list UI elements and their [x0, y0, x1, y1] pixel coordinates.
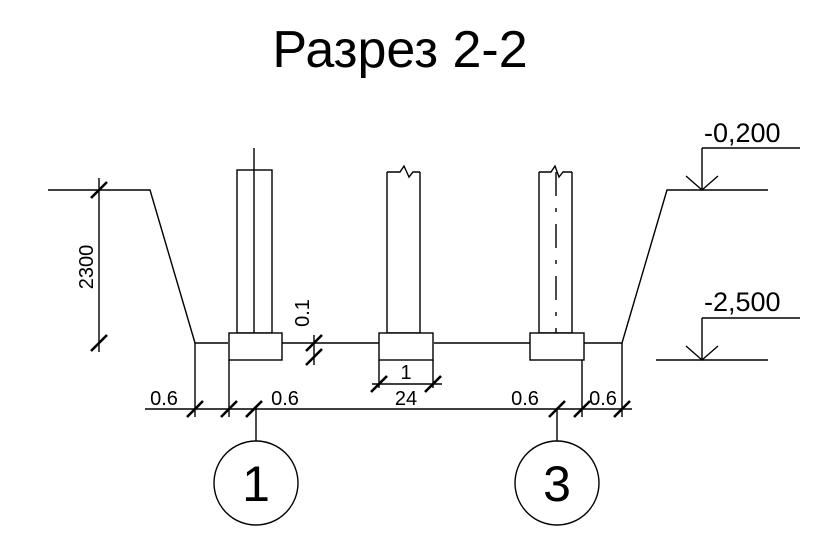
column-3: [529, 164, 585, 361]
axis-label-1: 1: [242, 456, 270, 512]
span-label: 24: [395, 388, 417, 410]
level-top-label: -0,200: [704, 118, 781, 148]
depth-dimension: 2300: [76, 178, 108, 352]
axis-label-3: 3: [543, 456, 571, 512]
footing-2: [378, 332, 434, 361]
overhang-right-outer-label: 0.6: [589, 388, 617, 410]
footing-height-label: 0.1: [292, 299, 314, 327]
depth-label: 2300: [76, 245, 98, 290]
chain-dimensions: 0.6 0.6 24 0.6 0.6: [145, 343, 632, 418]
footing-width-label: 1: [400, 362, 411, 384]
footing-width-dimension: 1: [370, 360, 442, 393]
footing-height-dimension: 0.1: [292, 299, 323, 366]
overhang-right-inner-label: 0.6: [511, 388, 539, 410]
level-mark-bottom: -2,500: [656, 287, 800, 361]
column-1: [228, 148, 283, 361]
axis-marker-3: 3: [514, 409, 600, 526]
level-mark-top: -0,200: [685, 118, 800, 191]
overhang-left-inner-label: 0.6: [271, 388, 299, 410]
footing-3: [529, 332, 585, 361]
footing-1: [228, 332, 283, 361]
column-2: [378, 164, 434, 361]
overhang-left-outer-label: 0.6: [150, 388, 178, 410]
level-bottom-label: -2,500: [704, 287, 781, 317]
excavation-outline: [48, 189, 768, 344]
section-title: Разрез 2-2: [272, 21, 527, 79]
axis-marker-1: 1: [213, 409, 299, 526]
